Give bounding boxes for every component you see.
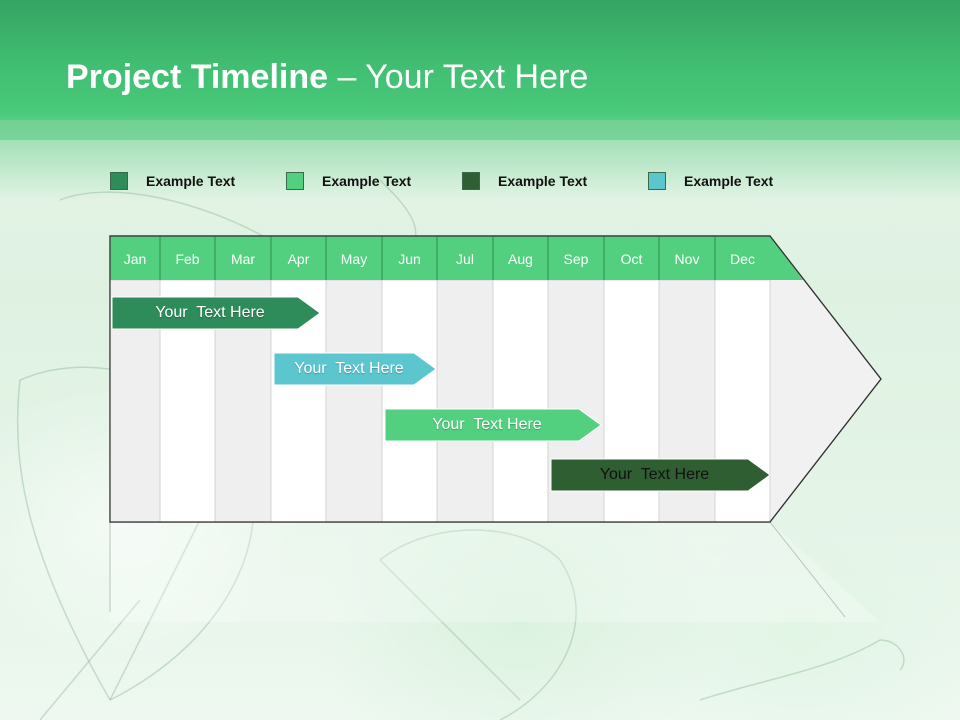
month-label: May <box>340 251 368 267</box>
month-label: Feb <box>175 251 200 267</box>
legend-item: Example Text <box>110 171 235 191</box>
month-label: Nov <box>674 251 700 267</box>
legend-swatch <box>462 172 480 190</box>
legend-item: Example Text <box>462 171 587 191</box>
header-band <box>0 0 960 140</box>
title-bold: Project Timeline <box>66 58 329 96</box>
title-rest: – Your Text Here <box>328 58 589 96</box>
legend-label: Example Text <box>684 173 774 189</box>
month-column <box>381 279 438 523</box>
legend-label: Example Text <box>498 173 588 189</box>
task-label: Your Text Here <box>599 466 710 483</box>
month-label: Oct <box>620 251 643 267</box>
task-arrow <box>384 408 602 442</box>
month-column <box>492 279 549 523</box>
month-column <box>325 279 383 523</box>
task-label: Your Text Here <box>294 360 404 377</box>
month-band <box>110 236 770 280</box>
month-label: Jan <box>123 251 147 267</box>
legend-label: Example Text <box>322 173 412 189</box>
month-label: Apr <box>287 251 310 267</box>
month-label: Dec <box>730 251 755 267</box>
legend-item: Example Text <box>286 171 411 191</box>
legend-label: Example Text <box>146 173 236 189</box>
month-label: Mar <box>230 251 256 267</box>
chart-reflection <box>110 522 880 622</box>
legend-swatch <box>110 172 128 190</box>
month-label: Aug <box>508 251 533 267</box>
legend-item: Example Text <box>648 171 773 191</box>
month-label: Sep <box>563 251 589 267</box>
task-label: Your Text Here <box>155 304 265 321</box>
month-column <box>436 279 494 523</box>
task-label: Your Text Here <box>432 416 542 433</box>
month-label: Jun <box>398 251 421 267</box>
task-arrow <box>111 296 321 330</box>
header-fade <box>0 120 960 200</box>
task-arrow <box>273 352 437 386</box>
legend-swatch <box>286 172 304 190</box>
page-title: Project Timeline – Your Text Here <box>66 58 588 97</box>
month-label: Jul <box>456 251 474 267</box>
task-arrow <box>550 458 771 492</box>
legend-swatch <box>648 172 666 190</box>
reflection-edge <box>769 521 846 618</box>
timeline-arrow-outline <box>109 235 882 523</box>
